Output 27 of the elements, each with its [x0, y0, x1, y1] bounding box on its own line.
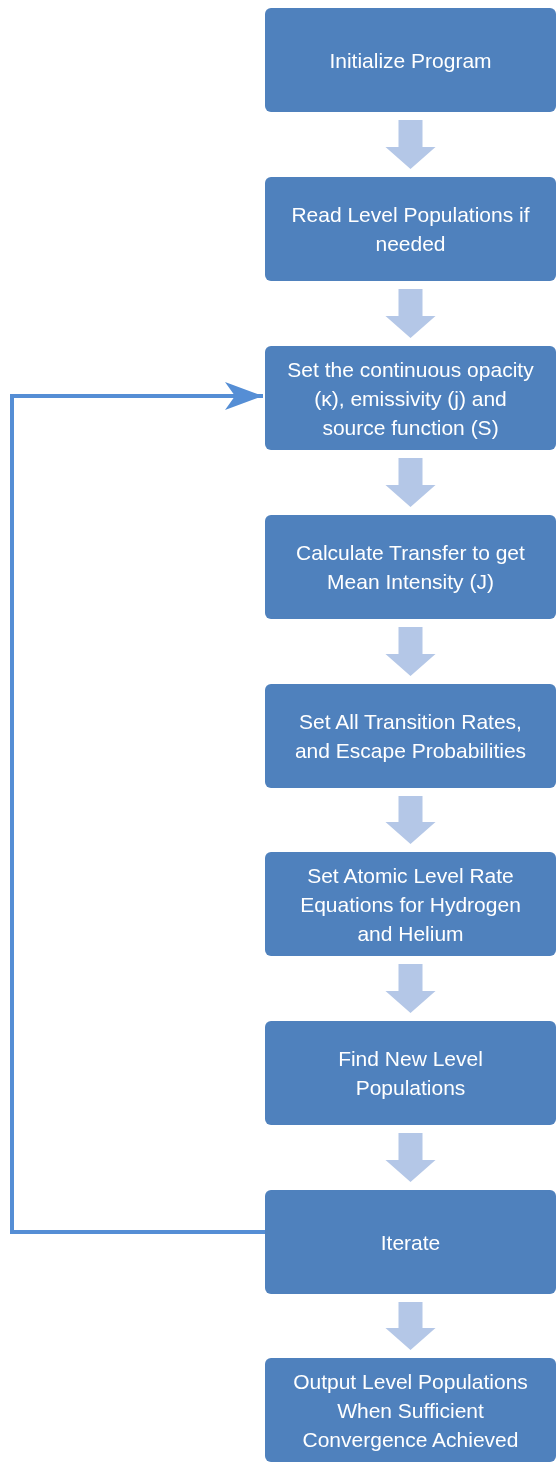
- step-text: Output Level Populations When Sufficient Convergence Achieved: [292, 1368, 529, 1453]
- process-box: [265, 177, 556, 281]
- process-box: [265, 1190, 556, 1294]
- process-box: [265, 852, 556, 956]
- loop-arrow: [10, 382, 265, 1234]
- step-text: Initialize Program: [329, 47, 492, 74]
- down-arrow: [385, 458, 436, 507]
- down-arrow: [385, 627, 436, 676]
- step-text: Set All Transition Rates, and Escape Probabilities: [293, 709, 528, 764]
- step-text: Calculate Transfer to get Mean Intensity (J): [295, 540, 526, 595]
- process-box: [265, 346, 556, 450]
- step-text: Read Level Populations if needed: [290, 202, 531, 257]
- step-text: Set Atomic Level Rate Equations for Hydrogen and Helium: [299, 862, 522, 947]
- process-box: [265, 515, 556, 619]
- down-arrow: [385, 120, 436, 169]
- down-arrow: [385, 289, 436, 338]
- process-box: [265, 8, 556, 112]
- step-text: Find New Level Populations: [337, 1046, 484, 1101]
- step-text: Iterate: [380, 1229, 441, 1256]
- process-box: [265, 1021, 556, 1125]
- down-arrow: [385, 796, 436, 844]
- down-arrow: [385, 964, 436, 1013]
- down-arrow: [385, 1133, 436, 1182]
- down-arrow: [385, 1302, 436, 1350]
- process-box: [265, 1358, 556, 1462]
- step-text: Set the continuous opacity (κ), emissivity (j) and source function (S): [286, 356, 535, 441]
- process-box: [265, 684, 556, 788]
